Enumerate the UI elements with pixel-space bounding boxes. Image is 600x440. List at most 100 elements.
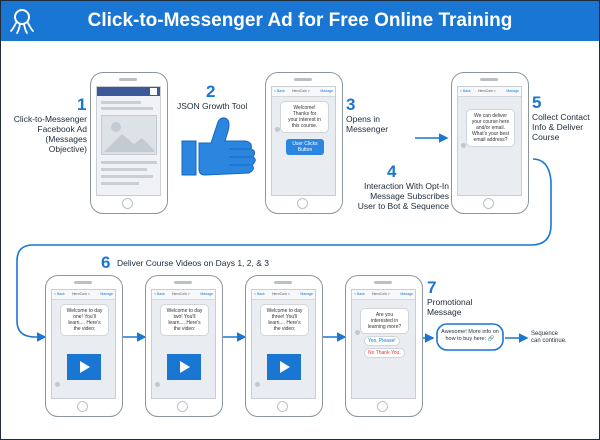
phone-home-button	[77, 401, 88, 412]
video-play-button[interactable]	[167, 354, 201, 380]
phone-speaker	[294, 78, 312, 81]
bubble-line: two! You'll	[173, 314, 196, 320]
callout-line: how to buy here: 🔗	[441, 336, 499, 343]
step-7-label-line-1: Promotional	[427, 297, 473, 307]
bubble-line: email address?	[473, 137, 508, 143]
step-3-number: 3	[346, 95, 356, 114]
facebook-ad-screen	[96, 86, 161, 196]
bubble-line: and/or email.	[476, 125, 505, 131]
phone-home-button	[297, 198, 308, 209]
flow-canvas: 1 Click-to-Messenger Facebook Ad (Messag…	[1, 41, 599, 439]
back-link[interactable]: < Back	[154, 292, 165, 296]
step-1-label-line-2: Facebook Ad	[37, 124, 87, 134]
back-link[interactable]: < Back	[460, 89, 471, 93]
bubble-line: Welcome to day	[166, 308, 203, 314]
step-5-label-line-1: Collect Contact	[532, 112, 590, 122]
manage-link[interactable]: Manage	[506, 89, 519, 93]
video-intro-bubble: Welcome to day two! You'll learn.... Her…	[160, 304, 209, 336]
phone-home-button	[277, 401, 288, 412]
phone-collect-email: < Back HeroCoin > Manage We can deliver …	[451, 72, 529, 214]
page-title: Click-to-Messenger Ad for Free Online Tr…	[87, 10, 513, 31]
manage-link[interactable]: Manage	[200, 292, 213, 296]
bubble-line: We can deliver	[474, 113, 507, 119]
step-4-label-line-1: Interaction With Opt-In	[363, 181, 449, 191]
phone-speaker	[480, 78, 498, 81]
step-2-label: JSON Growth Tool	[177, 101, 248, 111]
messenger-screen: < Back HeroCoin > Manage We can deliver …	[457, 86, 522, 196]
bot-avatar	[275, 127, 280, 132]
bubble-line: the video:	[173, 326, 196, 332]
link-icon[interactable]: 🔗	[487, 336, 495, 342]
promo-question-bubble: Are you interested in learning more?	[360, 308, 409, 334]
messenger-header: < Back HeroCoin > Manage	[252, 290, 315, 300]
step-3-label-line-1: Opens in	[346, 114, 381, 124]
no-thank-you-button[interactable]: No Thank You.	[364, 348, 405, 358]
messenger-header: < Back HeroCoin > Manage	[352, 290, 415, 300]
step-4-label: Interaction With Opt-In Message Subscrib…	[331, 181, 449, 211]
step-2-number: 2	[206, 82, 216, 101]
step-5-label-line-3: Course	[532, 132, 560, 142]
bubble-line: your course here	[471, 119, 510, 125]
video-play-button[interactable]	[267, 354, 301, 380]
bot-avatar	[155, 382, 160, 387]
phone-speaker	[374, 281, 392, 284]
sequence-text: Sequence can continue.	[531, 331, 591, 345]
callout-text: Awesome! More info on how to buy here: 🔗	[441, 329, 499, 343]
bubble-line: What's your best	[471, 131, 510, 137]
phone-home-button	[377, 401, 388, 412]
back-link[interactable]: < Back	[54, 292, 65, 296]
ad-text-placeholder	[101, 175, 153, 178]
bubble-line: Welcome to day	[266, 308, 303, 314]
connector-5-to-6	[16, 158, 552, 342]
manage-link[interactable]: Manage	[400, 292, 413, 296]
phone-speaker	[74, 281, 92, 284]
step-4-label-line-2: Message Subscribes	[370, 191, 449, 201]
messenger-header: < Back HeroCoin > Manage	[52, 290, 115, 300]
flow-connector-lines	[16, 133, 552, 351]
back-link[interactable]: < Back	[274, 89, 285, 93]
yes-please-button[interactable]: Yes, Please!	[364, 336, 400, 346]
step-7-label-line-2: Message	[427, 307, 462, 317]
contact-name: HeroCoin >	[172, 292, 190, 296]
ad-text-placeholder	[101, 168, 147, 171]
ad-text-placeholder	[101, 182, 139, 185]
sequence-line: Sequence	[531, 331, 559, 337]
bot-avatar	[255, 382, 260, 387]
sequence-line: can continue.	[531, 338, 567, 344]
back-link[interactable]: < Back	[254, 292, 265, 296]
step-7-label: Promotional Message	[427, 297, 507, 317]
bubble-line: learning more?	[367, 324, 402, 330]
back-link[interactable]: < Back	[354, 292, 365, 296]
welcome-bubble: Welcome! Thanks for your interest in thi…	[280, 101, 329, 133]
video-play-button[interactable]	[67, 354, 101, 380]
step-5-label: Collect Contact Info & Deliver Course	[532, 112, 598, 142]
manage-link[interactable]: Manage	[100, 292, 113, 296]
messenger-screen: < Back HeroCoin > Manage Welcome to day …	[51, 289, 116, 399]
button-line: Button	[297, 147, 313, 153]
step-3-label: Opens in Messenger	[346, 114, 426, 134]
play-icon	[80, 361, 90, 373]
messenger-header: < Back HeroCoin > Manage	[458, 87, 521, 97]
contact-name: HeroCoin >	[372, 292, 390, 296]
phone-speaker	[174, 281, 192, 284]
phone-video-day-2: < Back HeroCoin > Manage Welcome to day …	[145, 275, 223, 417]
step-3-label-line-2: Messenger	[346, 124, 389, 134]
manage-link[interactable]: Manage	[320, 89, 333, 93]
phone-speaker	[274, 281, 292, 284]
step-5-number: 5	[532, 93, 542, 112]
bubble-line: Welcome!	[293, 105, 316, 111]
manage-link[interactable]: Manage	[300, 292, 313, 296]
bubble-line: Are you	[375, 312, 394, 318]
callout-line-text: how to buy here:	[445, 336, 487, 342]
messenger-screen: < Back HeroCoin > Manage Welcome! Thanks…	[271, 86, 336, 196]
messenger-header: < Back HeroCoin > Manage	[272, 87, 335, 97]
user-clicks-button[interactable]: User Clicks Button	[286, 139, 324, 155]
video-intro-bubble: Welcome to day one! You'll learn.... Her…	[60, 304, 109, 336]
bubble-line: your interest in	[288, 117, 321, 123]
contact-name: HeroCoin >	[478, 89, 496, 93]
step-1-number: 1	[77, 95, 87, 114]
contact-name: HeroCoin >	[292, 89, 310, 93]
facebook-header-bar	[97, 87, 160, 96]
bubble-line: Welcome to day	[66, 308, 103, 314]
